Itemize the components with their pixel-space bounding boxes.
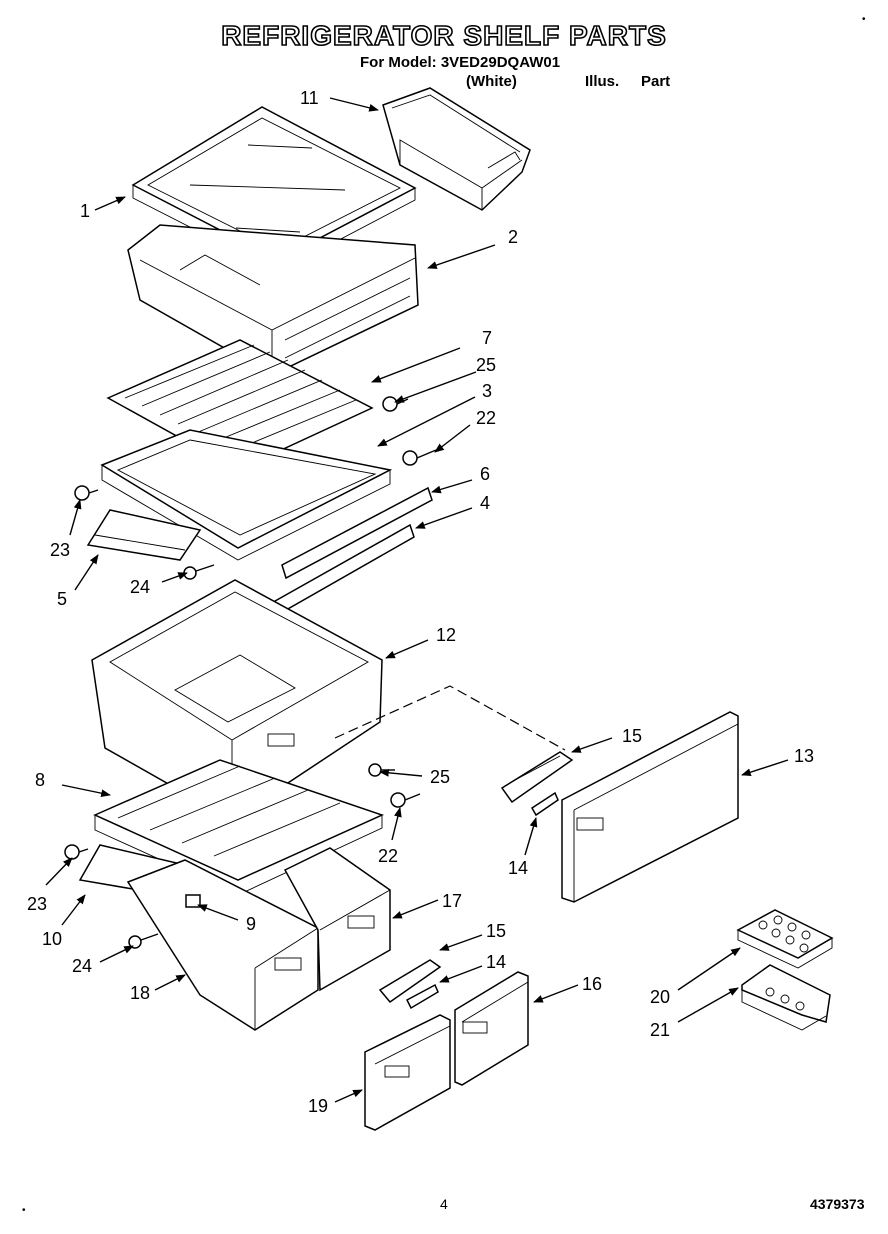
- fastener-24-lower: [128, 933, 159, 949]
- callout-4: 4: [480, 493, 490, 513]
- callout-20: 20: [650, 987, 670, 1007]
- corner-mark: •: [862, 14, 866, 25]
- part-6-rail: [281, 486, 433, 580]
- callout-3: 3: [482, 381, 492, 401]
- callout-9: 9: [246, 914, 256, 934]
- part-column-label: Part: [641, 73, 671, 90]
- callout-14-lower: 14: [486, 952, 506, 972]
- part-5-rail: [86, 509, 202, 561]
- color-variant: (White): [466, 73, 517, 90]
- fastener-25-lower: [368, 763, 395, 777]
- fastener-23-top: [74, 485, 99, 501]
- callout-21: 21: [650, 1020, 670, 1040]
- part-3-shelf-frame: [100, 429, 393, 561]
- part-13-drawer-front: [561, 711, 739, 903]
- part-2-frame: [127, 224, 419, 376]
- part-12-pan: [91, 579, 383, 821]
- callout-10: 10: [42, 929, 62, 949]
- document-number: 4379373: [810, 1196, 865, 1212]
- callout-13: 13: [794, 746, 814, 766]
- part-14-upper: [530, 791, 559, 817]
- callout-24-top: 24: [130, 577, 150, 597]
- illus-column-label: Illus.: [585, 73, 620, 90]
- callout-16: 16: [582, 974, 602, 994]
- callout-14-upper: 14: [508, 858, 528, 878]
- part-18-drawer: [126, 859, 319, 1031]
- part-16-drawer-front: [454, 971, 529, 1086]
- callout-11: 11: [300, 88, 319, 108]
- callout-22-lower: 22: [378, 846, 398, 866]
- callout-22-top: 22: [476, 408, 496, 428]
- part-7-ribbed-shelf: [106, 339, 374, 471]
- callout-23-lower: 23: [27, 894, 47, 914]
- part-17-drawer: [283, 847, 391, 992]
- callout-12: 12: [436, 625, 456, 645]
- page-number: 4: [440, 1196, 448, 1212]
- fastener-22-lower: [390, 792, 421, 808]
- part-8-lower-shelf: [93, 759, 385, 896]
- callout-25-top: 25: [476, 355, 496, 375]
- callout-8: 8: [35, 770, 45, 790]
- part-11-bin: [382, 87, 531, 211]
- callout-18: 18: [130, 983, 150, 1003]
- callout-24-lower: 24: [72, 956, 92, 976]
- diagram-title: REFRIGERATOR SHELF PARTS: [220, 19, 667, 52]
- part-15-upper: [500, 751, 574, 804]
- callout-7: 7: [482, 328, 492, 348]
- fastener-22-top: [402, 449, 437, 466]
- callout-25-lower: 25: [430, 767, 450, 787]
- callout-15-upper: 15: [622, 726, 642, 746]
- part-14-lower: [406, 983, 439, 1010]
- callout-6: 6: [480, 464, 490, 484]
- part-15-lower: [378, 959, 442, 1004]
- fastener-23-lower: [64, 844, 89, 860]
- callout-1: 1: [80, 201, 90, 221]
- part-21-egg-bin: [741, 964, 831, 1031]
- fastener-24-top: [183, 564, 215, 580]
- callout-2: 2: [508, 227, 518, 247]
- callout-17: 17: [442, 891, 462, 911]
- part-20-egg-tray: [736, 909, 834, 969]
- callout-23-top: 23: [50, 540, 70, 560]
- callout-19: 19: [308, 1096, 328, 1116]
- callout-5: 5: [57, 589, 67, 609]
- model-number: For Model: 3VED29DQAW01: [360, 54, 561, 71]
- fastener-9: [185, 894, 201, 908]
- corner-mark: •: [22, 1205, 26, 1216]
- part-19-drawer-front: [364, 1014, 451, 1131]
- callout-15-lower: 15: [486, 921, 506, 941]
